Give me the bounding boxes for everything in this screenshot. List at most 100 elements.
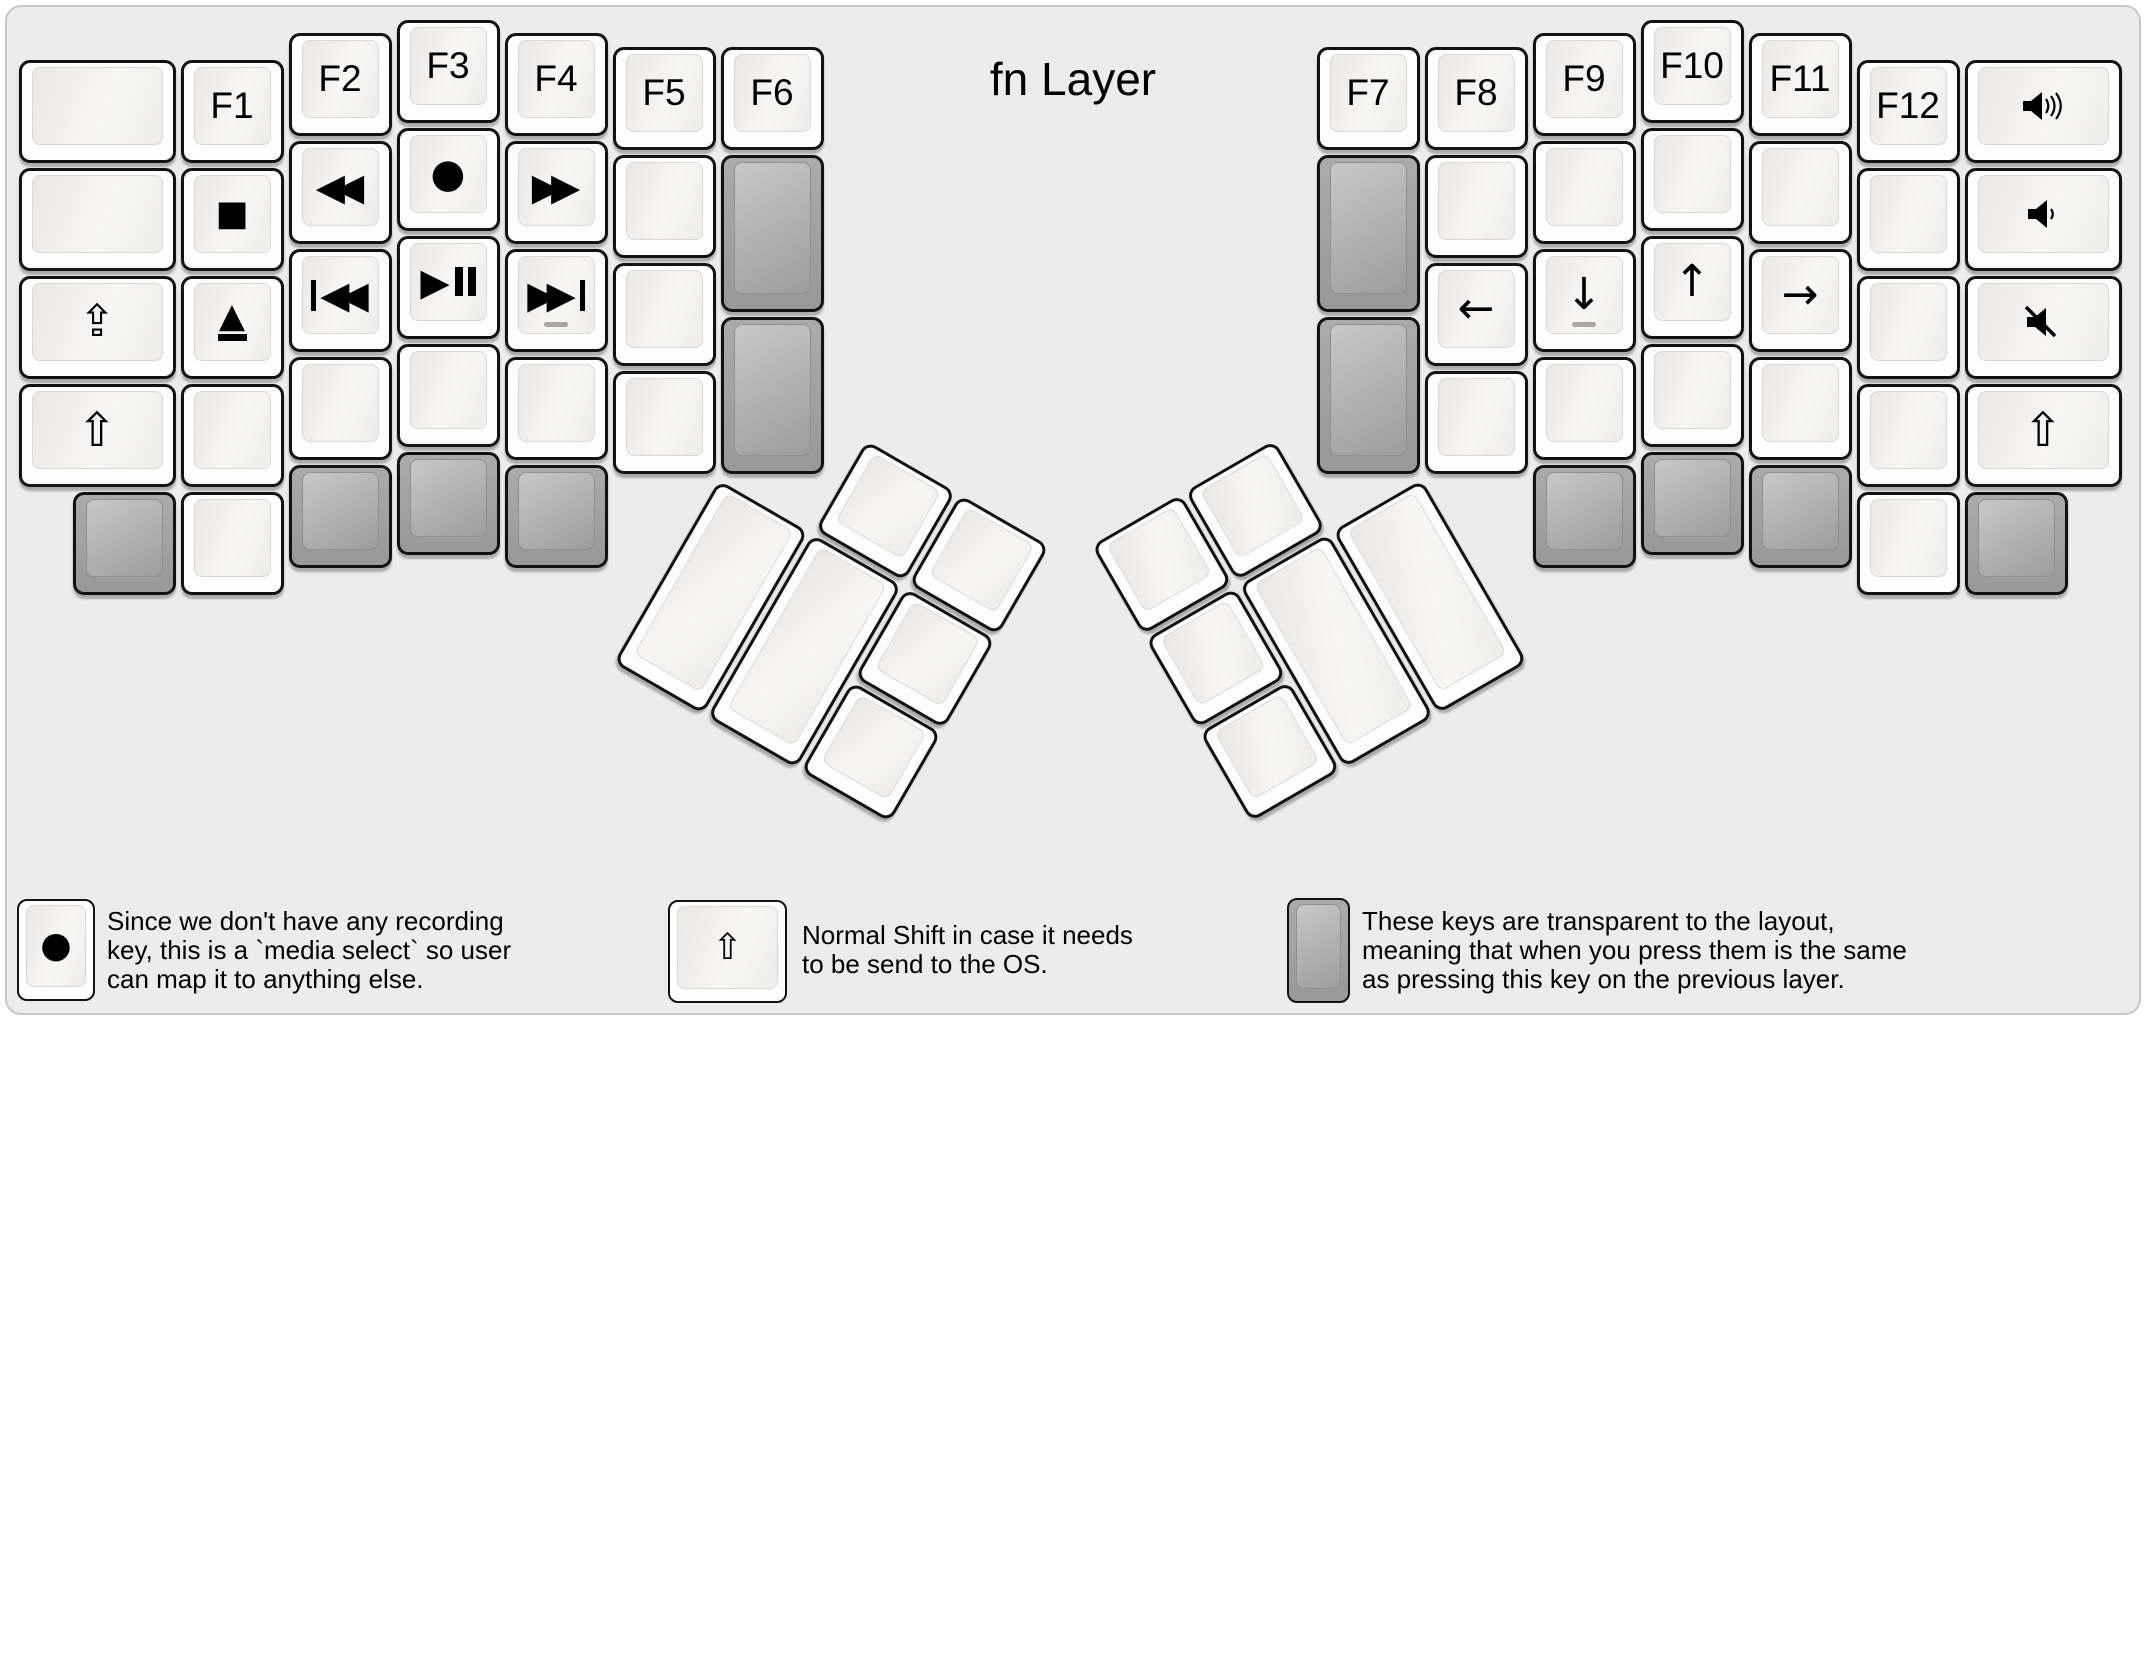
key-mute[interactable] (1964, 276, 2122, 379)
key-f1[interactable]: F1 (180, 60, 284, 163)
key-blank[interactable] (612, 370, 716, 474)
playpause-icon: ▶ (420, 263, 476, 301)
f5-icon: F5 (642, 71, 686, 113)
key-blank[interactable] (180, 492, 284, 595)
prev-icon: ◀◀ (311, 276, 369, 314)
key-f2[interactable]: F2 (288, 33, 392, 136)
key-arrow-up[interactable]: ↑ (1640, 235, 1744, 339)
key-blank[interactable] (180, 384, 284, 487)
key-transparent[interactable] (1532, 465, 1636, 568)
key-next-track[interactable]: ▶▶ (504, 249, 608, 352)
key-transparent[interactable] (1748, 465, 1852, 568)
caps-icon: ⇪ (78, 296, 116, 347)
key-eject[interactable]: ▲ (180, 276, 284, 379)
key-f6[interactable]: F6 (720, 46, 824, 150)
key-blank[interactable] (1748, 357, 1852, 460)
key-blank[interactable] (1856, 492, 1960, 595)
key-blank[interactable] (1640, 343, 1744, 447)
legend-key-media-select: ● (17, 899, 95, 1001)
arrow-up-icon: ↑ (1673, 255, 1711, 307)
key-transparent[interactable] (1316, 316, 1420, 474)
key-transparent[interactable] (720, 154, 824, 312)
key-transparent[interactable] (396, 451, 500, 555)
key-blank[interactable] (1856, 276, 1960, 379)
key-f7[interactable]: F7 (1316, 46, 1420, 150)
key-media-select-record[interactable]: ● (396, 127, 500, 231)
key-transparent[interactable] (720, 316, 824, 474)
f2-icon: F2 (318, 58, 362, 99)
key-arrow-left[interactable]: ← (1424, 262, 1528, 366)
f1-icon: F1 (210, 85, 254, 126)
homing-bar (1572, 322, 1596, 327)
key-blank[interactable] (1424, 154, 1528, 258)
f6-icon: F6 (750, 71, 794, 113)
key-f12[interactable]: F12 (1856, 60, 1960, 163)
f10-icon: F10 (1660, 44, 1724, 86)
key-shift-right[interactable]: ⇧ (1964, 384, 2122, 487)
key-play-pause[interactable]: ▶ (396, 235, 500, 339)
key-stop[interactable]: ■ (180, 168, 284, 271)
fn-layer-diagram: fn Layer ⇪ ⇧ F1 ■ ▲ F2 ◀◀ ◀◀ F3 ● ▶ F4 ▶▶ ▶▶ F5 F6 F7 F8 ←… (5, 5, 2141, 1015)
key-blank[interactable] (612, 154, 716, 258)
key-blank[interactable] (18, 168, 176, 271)
key-blank[interactable] (288, 357, 392, 460)
eject-icon: ▲ (217, 299, 247, 341)
key-blank[interactable] (1532, 357, 1636, 460)
arrow-down-icon: ↓ (1565, 269, 1603, 320)
key-f8[interactable]: F8 (1424, 46, 1528, 150)
key-volume-up[interactable] (1964, 60, 2122, 163)
key-rewind[interactable]: ◀◀ (288, 141, 392, 244)
legend-note-transparent-keys: These keys are transparent to the layout… (1362, 906, 1907, 994)
f11-icon: F11 (1769, 58, 1831, 99)
arrow-left-icon: ← (1457, 282, 1495, 334)
arrow-right-icon: → (1781, 269, 1819, 320)
key-caps-lock[interactable]: ⇪ (18, 276, 176, 379)
key-transparent[interactable] (1964, 492, 2068, 595)
record-icon: ● (430, 150, 466, 197)
key-volume-down[interactable] (1964, 168, 2122, 271)
key-f5[interactable]: F5 (612, 46, 716, 150)
key-prev-track[interactable]: ◀◀ (288, 249, 392, 352)
legend-key-normal-shift: ⇧ (668, 900, 787, 1003)
f7-icon: F7 (1346, 71, 1390, 113)
key-transparent[interactable] (1640, 451, 1744, 555)
next-icon: ▶▶ (527, 276, 585, 314)
key-transparent[interactable] (504, 465, 608, 568)
key-f11[interactable]: F11 (1748, 33, 1852, 136)
record-icon: ● (40, 925, 72, 966)
key-f10[interactable]: F10 (1640, 19, 1744, 123)
key-transparent[interactable] (72, 492, 176, 595)
volup-icon (2020, 89, 2066, 123)
key-blank[interactable] (396, 343, 500, 447)
key-shift-left[interactable]: ⇧ (18, 384, 176, 487)
voldown-icon (2025, 197, 2061, 231)
key-blank[interactable] (1856, 384, 1960, 487)
key-blank[interactable] (1748, 141, 1852, 244)
key-arrow-down[interactable]: ↓ (1532, 249, 1636, 352)
key-blank[interactable] (1856, 168, 1960, 271)
key-blank[interactable] (612, 262, 716, 366)
key-blank[interactable] (1424, 370, 1528, 474)
f12-icon: F12 (1876, 85, 1940, 126)
key-arrow-right[interactable]: → (1748, 249, 1852, 352)
keyboard: ⇪ ⇧ F1 ■ ▲ F2 ◀◀ ◀◀ F3 ● ▶ F4 ▶▶ ▶▶ F5 F6 F7 F8 ← F9 ↓ F10 ↑ F1… (18, 19, 2122, 822)
key-blank[interactable] (504, 357, 608, 460)
f4-icon: F4 (534, 58, 578, 99)
key-blank[interactable] (18, 60, 176, 163)
key-blank[interactable] (1532, 141, 1636, 244)
key-f9[interactable]: F9 (1532, 33, 1636, 136)
layer-title: fn Layer (989, 53, 1157, 105)
key-fast-forward[interactable]: ▶▶ (504, 141, 608, 244)
key-f4[interactable]: F4 (504, 33, 608, 136)
shift-icon: ⇧ (712, 926, 743, 968)
shift-icon: ⇧ (2023, 402, 2063, 458)
key-transparent[interactable] (1316, 154, 1420, 312)
f3-icon: F3 (426, 44, 470, 86)
key-transparent[interactable] (288, 465, 392, 568)
f9-icon: F9 (1562, 58, 1606, 99)
key-f3[interactable]: F3 (396, 19, 500, 123)
ffwd-icon: ▶▶ (531, 165, 581, 209)
key-blank[interactable] (1640, 127, 1744, 231)
